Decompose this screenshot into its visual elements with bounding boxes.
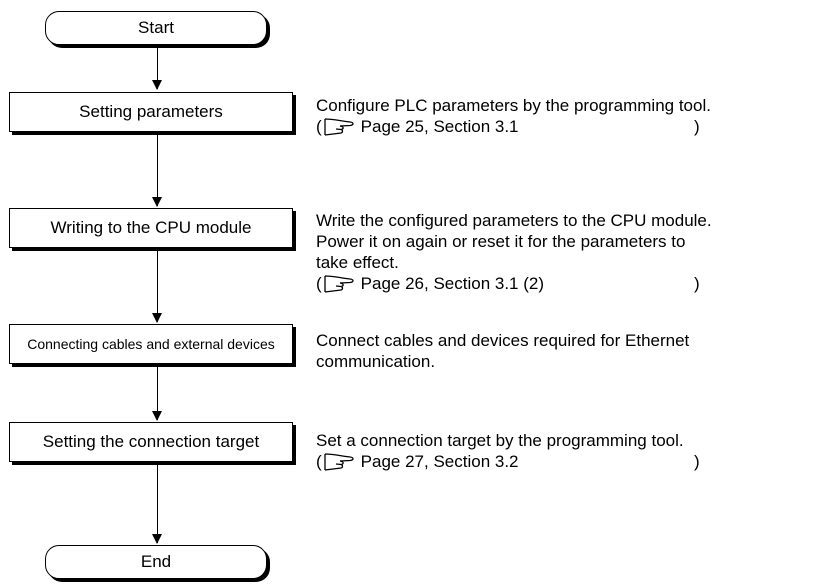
step-description: Set a connection target by the programmi…: [316, 430, 700, 472]
pointing-hand-icon: [324, 275, 354, 293]
pointing-hand-icon: [324, 118, 354, 136]
step-description: Connect cables and devices required for …: [316, 330, 689, 372]
description-line: Connect cables and devices required for …: [316, 331, 690, 350]
start-terminal: Start: [45, 11, 267, 45]
step-label: Connecting cables and external devices: [27, 336, 275, 352]
page-reference: ( Page 25, Section 3.1): [316, 116, 711, 137]
arrow-step4-to-end: [152, 465, 162, 544]
ref-open-paren: (: [316, 117, 322, 136]
step-setting-connection-target: Setting the connection target: [9, 422, 293, 462]
step-description: Configure PLC parameters by the programm…: [316, 95, 711, 137]
ref-close-paren: ): [694, 452, 700, 471]
arrow-step2-to-step3: [152, 251, 162, 323]
step-label: Setting parameters: [79, 102, 223, 121]
description-line: Set a connection target by the programmi…: [316, 431, 684, 450]
arrow-step3-to-step4: [152, 367, 162, 421]
ref-text: Page 25, Section 3.1: [360, 117, 519, 136]
arrow-start-to-step1: [152, 48, 162, 90]
ref-close-paren: ): [694, 117, 700, 136]
description-line: communication.: [316, 352, 436, 371]
start-label: Start: [138, 18, 174, 37]
page-reference: ( Page 27, Section 3.2): [316, 451, 700, 472]
description-line: Power it on again or reset it for the pa…: [316, 232, 686, 251]
step-label: Writing to the CPU module: [50, 218, 252, 237]
description-line: Configure PLC parameters by the programm…: [316, 96, 711, 115]
step-setting-parameters: Setting parameters: [9, 92, 293, 132]
description-line: Write the configured parameters to the C…: [316, 211, 712, 230]
ref-close-paren: ): [694, 274, 700, 293]
ref-text: Page 27, Section 3.2: [360, 452, 519, 471]
pointing-hand-icon: [324, 453, 354, 471]
end-label: End: [140, 552, 172, 571]
description-line: take effect.: [316, 253, 399, 272]
step-description: Write the configured parameters to the C…: [316, 210, 712, 294]
step-label: Setting the connection target: [42, 432, 260, 451]
step-writing-to-cpu: Writing to the CPU module: [9, 208, 293, 248]
ref-text: Page 26, Section 3.1 (2): [360, 274, 545, 293]
ref-open-paren: (: [316, 274, 322, 293]
page-reference: ( Page 26, Section 3.1 (2)): [316, 273, 712, 294]
arrow-step1-to-step2: [152, 135, 162, 207]
step-connecting-cables: Connecting cables and external devices: [9, 324, 293, 364]
ref-open-paren: (: [316, 452, 322, 471]
end-terminal: End: [45, 545, 267, 579]
